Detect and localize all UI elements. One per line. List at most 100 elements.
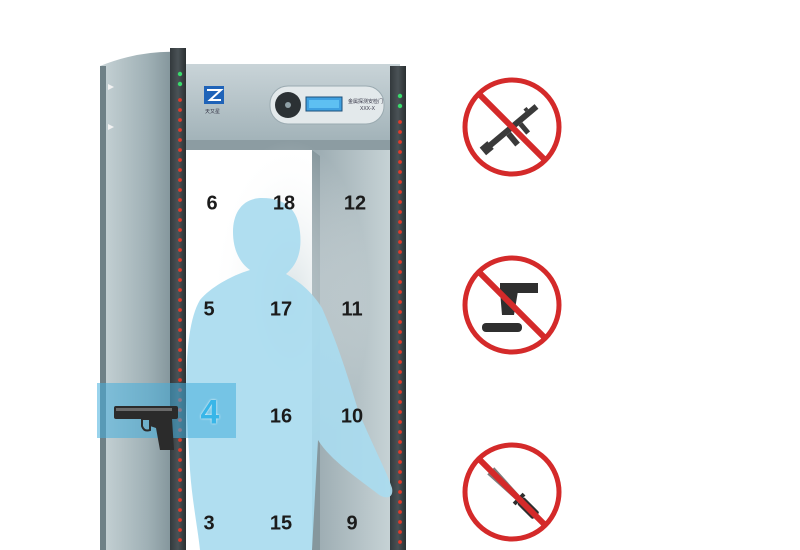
led-dot [398, 390, 402, 394]
zone-number: 17 [269, 298, 293, 321]
led-dot [398, 380, 402, 384]
led-dot [178, 378, 182, 382]
led-dot [398, 290, 402, 294]
brand-label: 天又星 [205, 109, 221, 115]
left-side-panel [100, 51, 180, 550]
led-dot [178, 208, 182, 212]
led-dot [178, 298, 182, 302]
led-dot [178, 148, 182, 152]
zone-number: 12 [343, 192, 367, 215]
no-rifle-icon [462, 77, 562, 177]
led-dot [178, 138, 182, 142]
led-dot [398, 540, 402, 544]
led-dot [178, 158, 182, 162]
led-dot [398, 410, 402, 414]
left-led-pillar [170, 48, 186, 550]
led-dot [398, 510, 402, 514]
led-dot [398, 500, 402, 504]
led-dot [398, 240, 402, 244]
led-dot [398, 310, 402, 314]
led-dot [178, 228, 182, 232]
led-dot [178, 288, 182, 292]
led-dot [398, 230, 402, 234]
led-dot [398, 200, 402, 204]
led-dot [398, 330, 402, 334]
led-dot [178, 168, 182, 172]
zone-number-active: 4 [200, 393, 220, 432]
led-dot [178, 178, 182, 182]
led-dot [398, 220, 402, 224]
led-dot [398, 320, 402, 324]
led-dot [398, 430, 402, 434]
led-dot [398, 530, 402, 534]
right-led-strip [398, 120, 402, 544]
led-dot [178, 218, 182, 222]
zone-number: 9 [346, 512, 358, 535]
led-dot [178, 328, 182, 332]
led-dot [398, 440, 402, 444]
led-dot [178, 248, 182, 252]
led-dot [178, 348, 182, 352]
led-dot [398, 150, 402, 154]
led-dot [178, 198, 182, 202]
logo-icon [204, 86, 224, 104]
led-dot [398, 450, 402, 454]
led-dot [398, 400, 402, 404]
led-dot [398, 120, 402, 124]
zone-number: 6 [206, 192, 218, 215]
led-dot [178, 468, 182, 472]
zone-number: 10 [340, 405, 364, 428]
led-dot [398, 280, 402, 284]
pistol-icon [114, 406, 178, 450]
led-dot [178, 278, 182, 282]
led-dot [178, 498, 182, 502]
led-dot [398, 190, 402, 194]
led-dot [178, 118, 182, 122]
zone-number: 5 [203, 298, 215, 321]
led-dot [398, 180, 402, 184]
led-dot [178, 488, 182, 492]
zone-number: 3 [203, 512, 215, 535]
led-dot [398, 480, 402, 484]
person-silhouette [186, 198, 393, 550]
right-led-pillar [390, 66, 406, 550]
zone-number: 15 [269, 512, 293, 535]
led-dot [398, 460, 402, 464]
led-dot [398, 300, 402, 304]
led-dot [398, 270, 402, 274]
led-dot [178, 318, 182, 322]
led-dot [178, 528, 182, 532]
led-dot [178, 338, 182, 342]
led-dot [398, 470, 402, 474]
led-dot [398, 250, 402, 254]
led-dot [178, 238, 182, 242]
led-dot [178, 518, 182, 522]
led-dot [178, 258, 182, 262]
no-knife-icon [462, 442, 562, 542]
led-dot [398, 140, 402, 144]
zone-number: 16 [269, 405, 293, 428]
led-dot [398, 340, 402, 344]
led-dot [178, 308, 182, 312]
display-text-line1: 金属探测安检门 [348, 99, 384, 105]
led-dot [178, 368, 182, 372]
led-dot [178, 438, 182, 442]
led-dot [398, 520, 402, 524]
led-dot [398, 260, 402, 264]
led-dot [178, 448, 182, 452]
led-dot [178, 268, 182, 272]
no-pistol-icon [462, 255, 562, 355]
led-dot [398, 490, 402, 494]
zone-number: 18 [272, 192, 296, 215]
led-dot [178, 108, 182, 112]
display-text-line2: XXX-X [360, 106, 376, 112]
led-dot [178, 98, 182, 102]
led-dot [398, 210, 402, 214]
led-dot [178, 188, 182, 192]
led-dot [398, 160, 402, 164]
led-dot [398, 170, 402, 174]
led-dot [398, 350, 402, 354]
led-dot [398, 420, 402, 424]
led-dot [178, 508, 182, 512]
